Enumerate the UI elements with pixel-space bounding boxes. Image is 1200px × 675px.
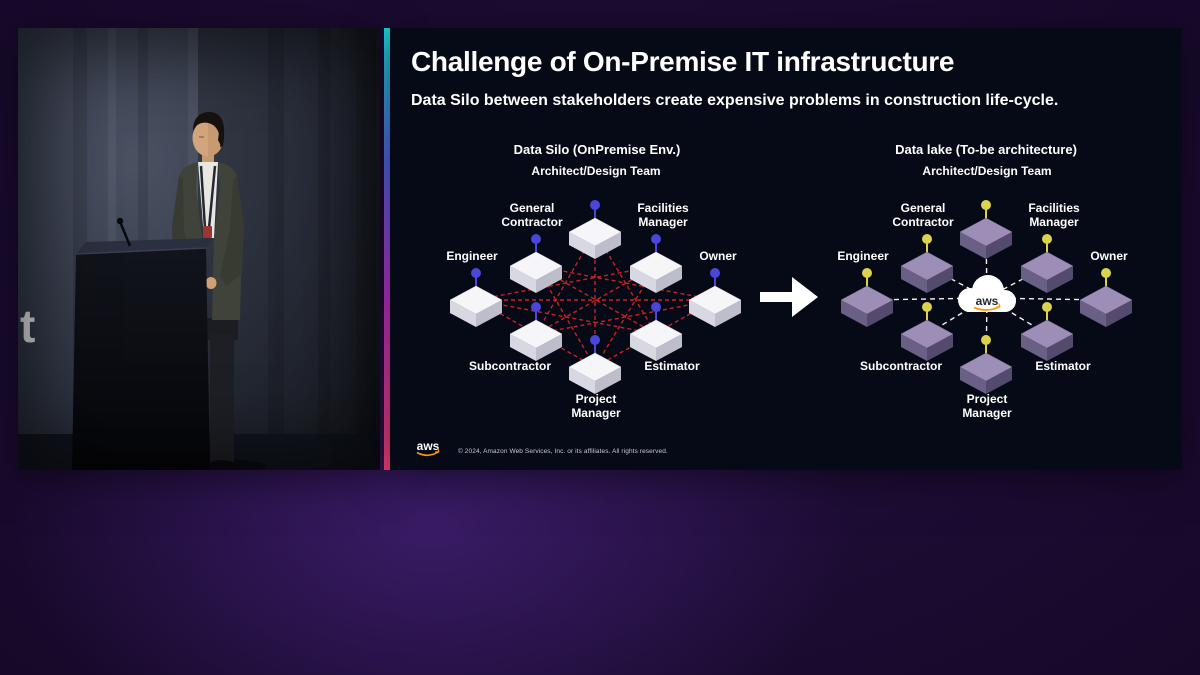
node-label-subcontractor: Subcontractor [859, 359, 942, 373]
node-label-estimator: Estimator [644, 359, 700, 373]
node-label-owner: Owner [1090, 249, 1128, 263]
speaker-video-panel: t [18, 28, 380, 470]
copyright-text: © 2024, Amazon Web Services, Inc. or its… [458, 448, 668, 455]
aws-logo-text: aws [417, 439, 440, 453]
node-label-subcontractor: Subcontractor [468, 359, 551, 373]
left-diagram-title: Data Silo (OnPremise Env.) [513, 142, 681, 157]
microphone-icon [116, 217, 132, 247]
aws-cloud-icon: aws [958, 275, 1016, 312]
node-label-facilities-manager: Facilities Manager [1028, 201, 1080, 229]
slide-subtitle: Data Silo between stakeholders create ex… [411, 92, 1059, 109]
speaker-hair [192, 112, 225, 148]
arrow-icon [760, 277, 818, 317]
node-label-engineer: Engineer [837, 249, 889, 263]
node-label-architect-design-team: Architect/Design Team [922, 164, 1052, 178]
data-silo-diagram: Architect/Design Team General Contractor… [430, 160, 770, 450]
node-label-general-contractor: General Contractor [501, 201, 563, 229]
right-diagram-title: Data lake (To-be architecture) [895, 142, 1077, 157]
node-label-project-manager: Project Manager [962, 392, 1012, 420]
node-label-facilities-manager: Facilities Manager [637, 201, 689, 229]
node-label-owner: Owner [699, 249, 737, 263]
speaker-video-scene: t [18, 28, 380, 470]
slide-title: Challenge of On-Premise IT infrastructur… [411, 46, 955, 77]
slide-panel: Challenge of On-Premise IT infrastructur… [390, 28, 1182, 470]
aws-cloud-label: aws [976, 294, 999, 308]
aws-logo-icon: aws [416, 439, 440, 457]
node-label-general-contractor: General Contractor [892, 201, 954, 229]
podium [72, 238, 214, 470]
node-label-architect-design-team: Architect/Design Team [531, 164, 661, 178]
node-label-estimator: Estimator [1035, 359, 1091, 373]
backdrop-letter: t [20, 300, 35, 352]
data-lake-diagram: aws Architect/Design Team General Contra… [821, 160, 1161, 450]
node-label-engineer: Engineer [446, 249, 498, 263]
accent-stripe [384, 28, 390, 470]
node-label-project-manager: Project Manager [571, 392, 621, 420]
